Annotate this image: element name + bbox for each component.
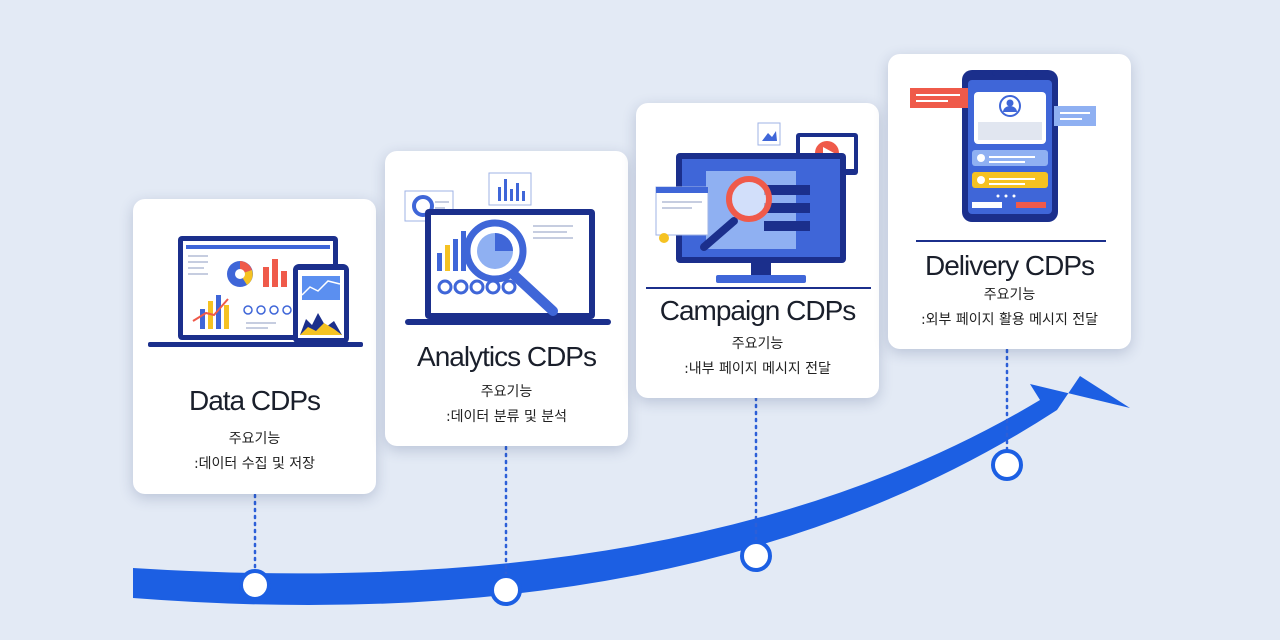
stage-card-campaign: Campaign CDPs 주요기능 :내부 페이지 메시지 전달 — [636, 103, 879, 398]
stage-description: 주요기능 :내부 페이지 메시지 전달 — [636, 332, 879, 382]
stage-node-3 — [740, 540, 772, 572]
laptop-dashboard-illustration — [148, 236, 363, 347]
growth-arrow-band — [133, 376, 1130, 606]
stage-description: 주요기능 :외부 페이지 활용 메시지 전달 — [888, 283, 1131, 333]
feature-text: :데이터 수집 및 저장 — [193, 456, 316, 472]
feature-text: :데이터 분류 및 분석 — [445, 409, 568, 425]
stage-title: Data CDPs — [188, 385, 321, 416]
feature-text: :내부 페이지 메시지 전달 — [684, 361, 831, 377]
stage-node-1 — [239, 569, 271, 601]
campaign-monitor-illustration — [646, 122, 871, 289]
feature-text: :외부 페이지 활용 메시지 전달 — [920, 312, 1099, 328]
stage-title: Analytics CDPs — [417, 341, 597, 372]
feature-label: 주요기능 — [480, 384, 533, 400]
analytics-monitor-illustration — [404, 172, 611, 325]
stage-node-2 — [490, 574, 522, 606]
feature-label: 주요기능 — [228, 431, 281, 447]
stage-title: Campaign CDPs — [659, 295, 857, 326]
stage-card-analytics: Analytics CDPs 주요기능 :데이터 분류 및 분석 — [385, 151, 628, 446]
stage-description: 주요기능 :데이터 분류 및 분석 — [385, 380, 628, 430]
feature-label: 주요기능 — [731, 336, 784, 352]
stage-node-4 — [991, 449, 1023, 481]
stage-card-data: Data CDPs 주요기능 :데이터 수집 및 저장 — [133, 199, 376, 494]
stage-card-delivery: Delivery CDPs 주요기능 :외부 페이지 활용 메시지 전달 — [888, 54, 1131, 349]
smartphone-message-illustration — [910, 70, 1106, 242]
stage-description: 주요기능 :데이터 수집 및 저장 — [133, 427, 376, 477]
stage-title: Delivery CDPs — [924, 250, 1095, 281]
feature-label: 주요기능 — [983, 287, 1036, 303]
